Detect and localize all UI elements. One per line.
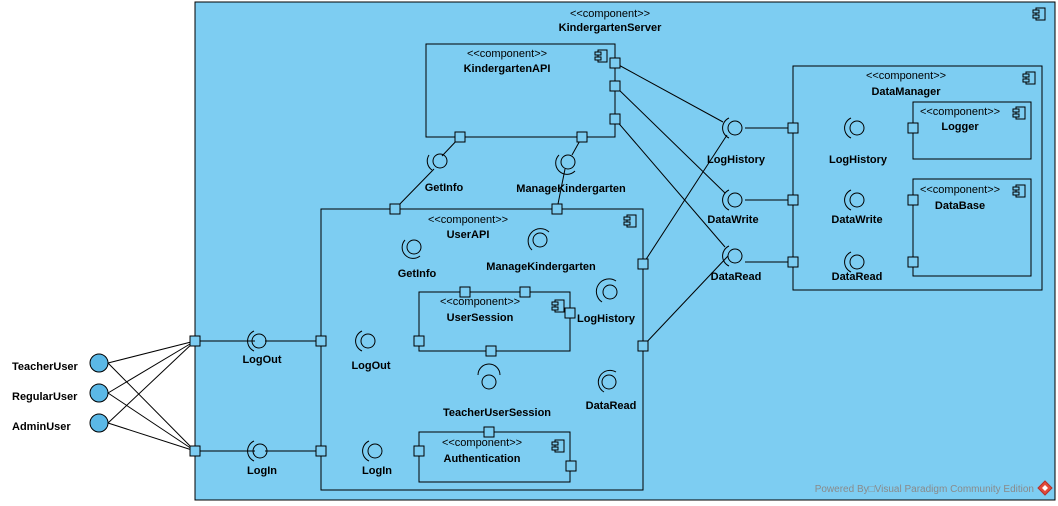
- user-api-name: UserAPI: [447, 229, 490, 241]
- port-manage-usersession: [519, 286, 531, 298]
- kindergarten-api-name: KindergartenAPI: [464, 63, 551, 75]
- kindergarten-api-component[interactable]: [425, 43, 616, 138]
- interface-label-logout: LogOut: [351, 360, 390, 372]
- component-icon: [1022, 71, 1036, 85]
- interface-label-datawrite: DataWrite: [831, 214, 882, 226]
- interface-label-getinfo: GetInfo: [398, 268, 437, 280]
- ports: [189, 57, 919, 472]
- interface-label-dataread: DataRead: [832, 271, 883, 283]
- authentication-name: Authentication: [444, 453, 521, 465]
- port-login-outer: [189, 445, 201, 457]
- kindergarten-api-stereotype: <<component>>: [467, 48, 547, 60]
- port-loghistory-usersession: [564, 307, 576, 319]
- port-loghistory-userapi: [637, 258, 649, 270]
- actor-label-regularuser: RegularUser: [12, 391, 78, 403]
- port-login-userapi: [315, 445, 327, 457]
- port-teachersession-usersession: [485, 345, 497, 357]
- interface-label-login: LogIn: [362, 465, 392, 477]
- component-icon: [551, 299, 565, 313]
- data-manager-name: DataManager: [871, 86, 941, 98]
- port-logger: [907, 122, 919, 134]
- interface-label-loghistory: LogHistory: [829, 154, 888, 166]
- interface-label-login: LogIn: [247, 465, 277, 477]
- interface-label-getinfo: GetInfo: [425, 182, 464, 194]
- component-icon: [594, 49, 608, 63]
- port-manage-kapi: [576, 131, 588, 143]
- user-session-component[interactable]: [418, 291, 571, 352]
- component-icon: [623, 214, 637, 228]
- interface-label-logout: LogOut: [242, 354, 281, 366]
- interface-label-dataread: DataRead: [586, 400, 637, 412]
- watermark-text: Powered By□Visual Paradigm Community Edi…: [815, 484, 1034, 495]
- interface-symbols: [247, 117, 865, 462]
- actor-regularuser-icon[interactable]: [89, 383, 109, 403]
- component-icon: [1012, 106, 1026, 120]
- database-stereotype: <<component>>: [920, 184, 1000, 196]
- port-datawrite-dm: [787, 194, 799, 206]
- component-icon: [1012, 184, 1026, 198]
- actor-label-adminuser: AdminUser: [12, 421, 71, 433]
- port-kapi-right-2: [609, 80, 621, 92]
- port-logout-userapi: [315, 335, 327, 347]
- actor-teacheruser-icon[interactable]: [89, 353, 109, 373]
- port-login-authentication: [413, 445, 425, 457]
- visual-paradigm-logo-icon: [1037, 480, 1053, 496]
- interface-label-loghistory: LogHistory: [707, 154, 766, 166]
- actor-label-teacheruser: TeacherUser: [12, 361, 79, 373]
- interface-label-managekindergarten: ManageKindergarten: [486, 261, 596, 273]
- interface-label-teacherusersession: TeacherUserSession: [443, 407, 551, 419]
- port-manage-userapi: [551, 203, 563, 215]
- interface-label-datawrite: DataWrite: [707, 214, 758, 226]
- database-component[interactable]: [912, 178, 1032, 277]
- port-teachersession-authentication: [483, 426, 495, 438]
- port-dataread-dm: [787, 256, 799, 268]
- authentication-component[interactable]: [418, 431, 571, 483]
- port-logout-usersession: [413, 335, 425, 347]
- interface-label-managekindergarten: ManageKindergarten: [516, 183, 626, 195]
- port-kapi-right-1: [609, 57, 621, 69]
- port-kapi-right-3: [609, 113, 621, 125]
- user-api-stereotype: <<component>>: [428, 214, 508, 226]
- actor-adminuser-icon[interactable]: [89, 413, 109, 433]
- port-getinfo-usersession: [459, 286, 471, 298]
- user-session-name: UserSession: [447, 312, 514, 324]
- database-name: DataBase: [935, 200, 985, 212]
- port-getinfo-userapi: [389, 203, 401, 215]
- data-manager-stereotype: <<component>>: [866, 70, 946, 82]
- component-icon: [551, 439, 565, 453]
- interface-label-loghistory: LogHistory: [577, 313, 636, 325]
- kindergarten-server-stereotype: <<component>>: [570, 8, 650, 20]
- port-dataread-authentication: [565, 460, 577, 472]
- logger-stereotype: <<component>>: [920, 106, 1000, 118]
- logger-component[interactable]: [912, 101, 1032, 160]
- user-session-stereotype: <<component>>: [440, 296, 520, 308]
- port-database-write: [907, 194, 919, 206]
- port-database-read: [907, 256, 919, 268]
- kindergarten-server-name: KindergartenServer: [559, 22, 662, 34]
- logger-name: Logger: [941, 121, 979, 133]
- port-dataread-userapi: [637, 340, 649, 352]
- component-icon: [1032, 7, 1046, 21]
- authentication-stereotype: <<component>>: [442, 437, 522, 449]
- port-loghistory-dm: [787, 122, 799, 134]
- port-logout-outer: [189, 335, 201, 347]
- interface-label-dataread: DataRead: [711, 271, 762, 283]
- port-getinfo-kapi: [454, 131, 466, 143]
